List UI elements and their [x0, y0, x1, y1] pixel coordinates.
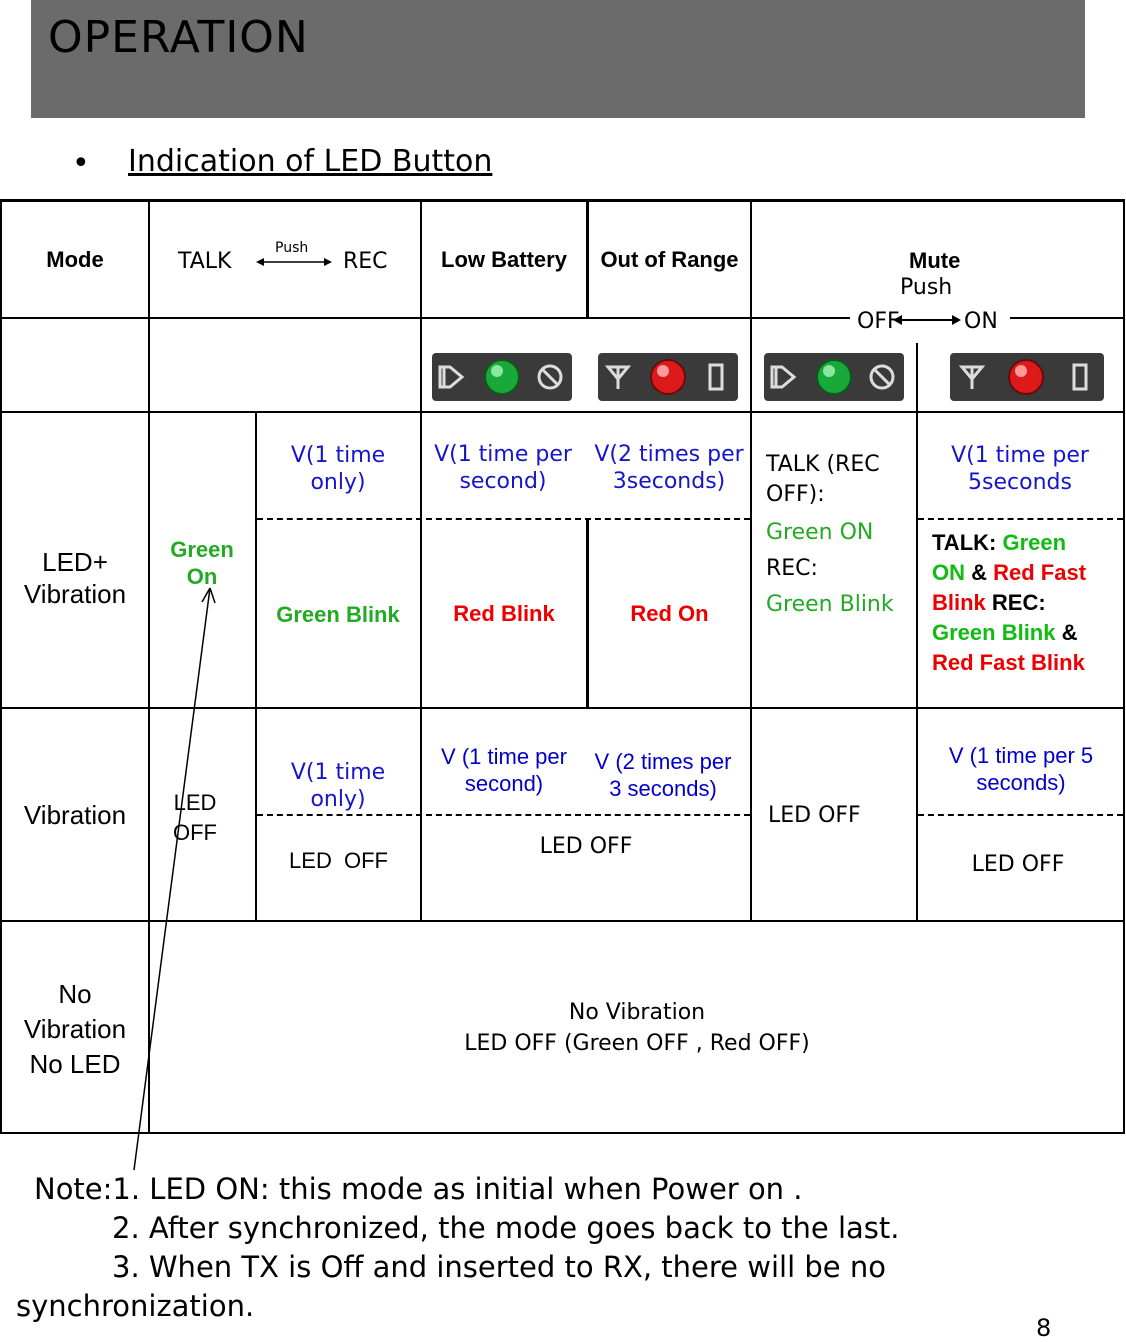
mute-off-status: TALK (REC OFF): Green ON REC: Green Blin…	[766, 450, 906, 620]
led-panel-green-mute	[764, 353, 904, 401]
mute-talk-value: Green ON	[766, 520, 874, 545]
mute-rec-value: Green Blink	[766, 592, 894, 617]
notes: Note:1. LED ON: this mode as initial whe…	[16, 1170, 900, 1326]
mute-on-label: ON	[964, 309, 998, 334]
led-panel-red-mute	[950, 353, 1104, 401]
vib-v-once-text: V(1 time only)	[290, 759, 386, 813]
mute-on-talk-label: TALK:	[932, 530, 1003, 555]
vib-v-low-battery-text: V (1 time per second)	[441, 743, 567, 797]
red-led-icon	[604, 359, 724, 395]
red-on-text: Red On	[630, 601, 709, 627]
mute-push-label: Push	[900, 275, 953, 300]
green-blink-text: Green Blink	[276, 602, 400, 628]
push-label: Push	[275, 240, 309, 256]
no-vibration-text: No Vibration	[568, 1000, 706, 1026]
mute-on-green-on: Green ON	[932, 530, 1067, 585]
note-line-2: 2. After synchronized, the mode goes bac…	[112, 1211, 900, 1245]
row-label-no-vibration: No Vibration No LED	[23, 978, 127, 1079]
mute-double-arrow-icon	[893, 315, 961, 325]
col-header-low-battery: Low Battery	[441, 247, 567, 273]
v-out-of-range-text: V(2 times per 3seconds)	[594, 441, 744, 495]
col-header-talk: TALK	[178, 249, 232, 274]
mute-on-amp-1: &	[965, 560, 994, 585]
page-title: OPERATION	[48, 12, 309, 63]
mute-talk-label: TALK (REC OFF):	[766, 452, 880, 507]
mute-on-red-fast-1: Red Fast Blink	[932, 560, 1087, 615]
mute-off-label: OFF	[857, 309, 900, 334]
note-line-3: 3. When TX is Off and inserted to RX, th…	[112, 1250, 886, 1284]
page-number: 8	[1036, 1314, 1052, 1342]
section-title: Indication of LED Button	[128, 144, 493, 179]
green-led-icon	[770, 359, 895, 395]
led-off-text-3: LED OFF	[539, 834, 633, 860]
v-once-text: V(1 time only)	[290, 442, 386, 496]
mute-on-amp-2: &	[1055, 620, 1078, 645]
v-low-battery-text: V(1 time per second)	[434, 441, 572, 495]
mute-on-red-fast-2: Red Fast Blink	[932, 650, 1085, 675]
red-blink-text: Red Blink	[453, 601, 555, 627]
row-label-vibration: Vibration	[23, 799, 127, 830]
bullet: •	[72, 146, 90, 181]
mute-on-rec-label: REC:	[991, 590, 1046, 615]
note-line-1: Note:1. LED ON: this mode as initial whe…	[34, 1172, 803, 1206]
vib-v-out-of-range-text: V (2 times per 3 seconds)	[594, 748, 732, 802]
col-header-rec: REC	[343, 249, 388, 274]
led-panel-red	[598, 353, 738, 401]
mute-rec-label: REC:	[766, 556, 818, 581]
green-led-icon	[438, 359, 563, 395]
col-header-mode: Mode	[46, 247, 104, 273]
mute-on-status: TALK: Green ON & Red Fast Blink REC: Gre…	[932, 528, 1102, 678]
double-arrow-icon	[256, 258, 332, 266]
led-panel-green	[432, 353, 572, 401]
note-pointer-arrow-icon	[133, 587, 216, 1171]
led-off-text-2: LED OFF	[289, 848, 388, 874]
red-led-icon	[958, 359, 1088, 395]
note-line-4: synchronization.	[16, 1289, 255, 1323]
col-header-out-of-range: Out of Range	[600, 247, 739, 273]
col-header-mute: Mute	[909, 248, 961, 273]
green-on-text: Green On	[170, 536, 234, 590]
vib-v-mute-text: V (1 time per 5 seconds)	[948, 742, 1094, 796]
v-mute-text: V(1 time per 5seconds	[951, 442, 1089, 496]
led-off-mute-on: LED OFF	[971, 852, 1065, 878]
led-off-mute-off: LED OFF	[768, 803, 861, 828]
led-off-all-text: LED OFF (Green OFF , Red OFF)	[464, 1031, 810, 1057]
row-label-led-vibration: LED+ Vibration	[23, 546, 127, 610]
header-band	[31, 0, 1085, 118]
mute-on-green-blink: Green Blink	[932, 620, 1056, 645]
